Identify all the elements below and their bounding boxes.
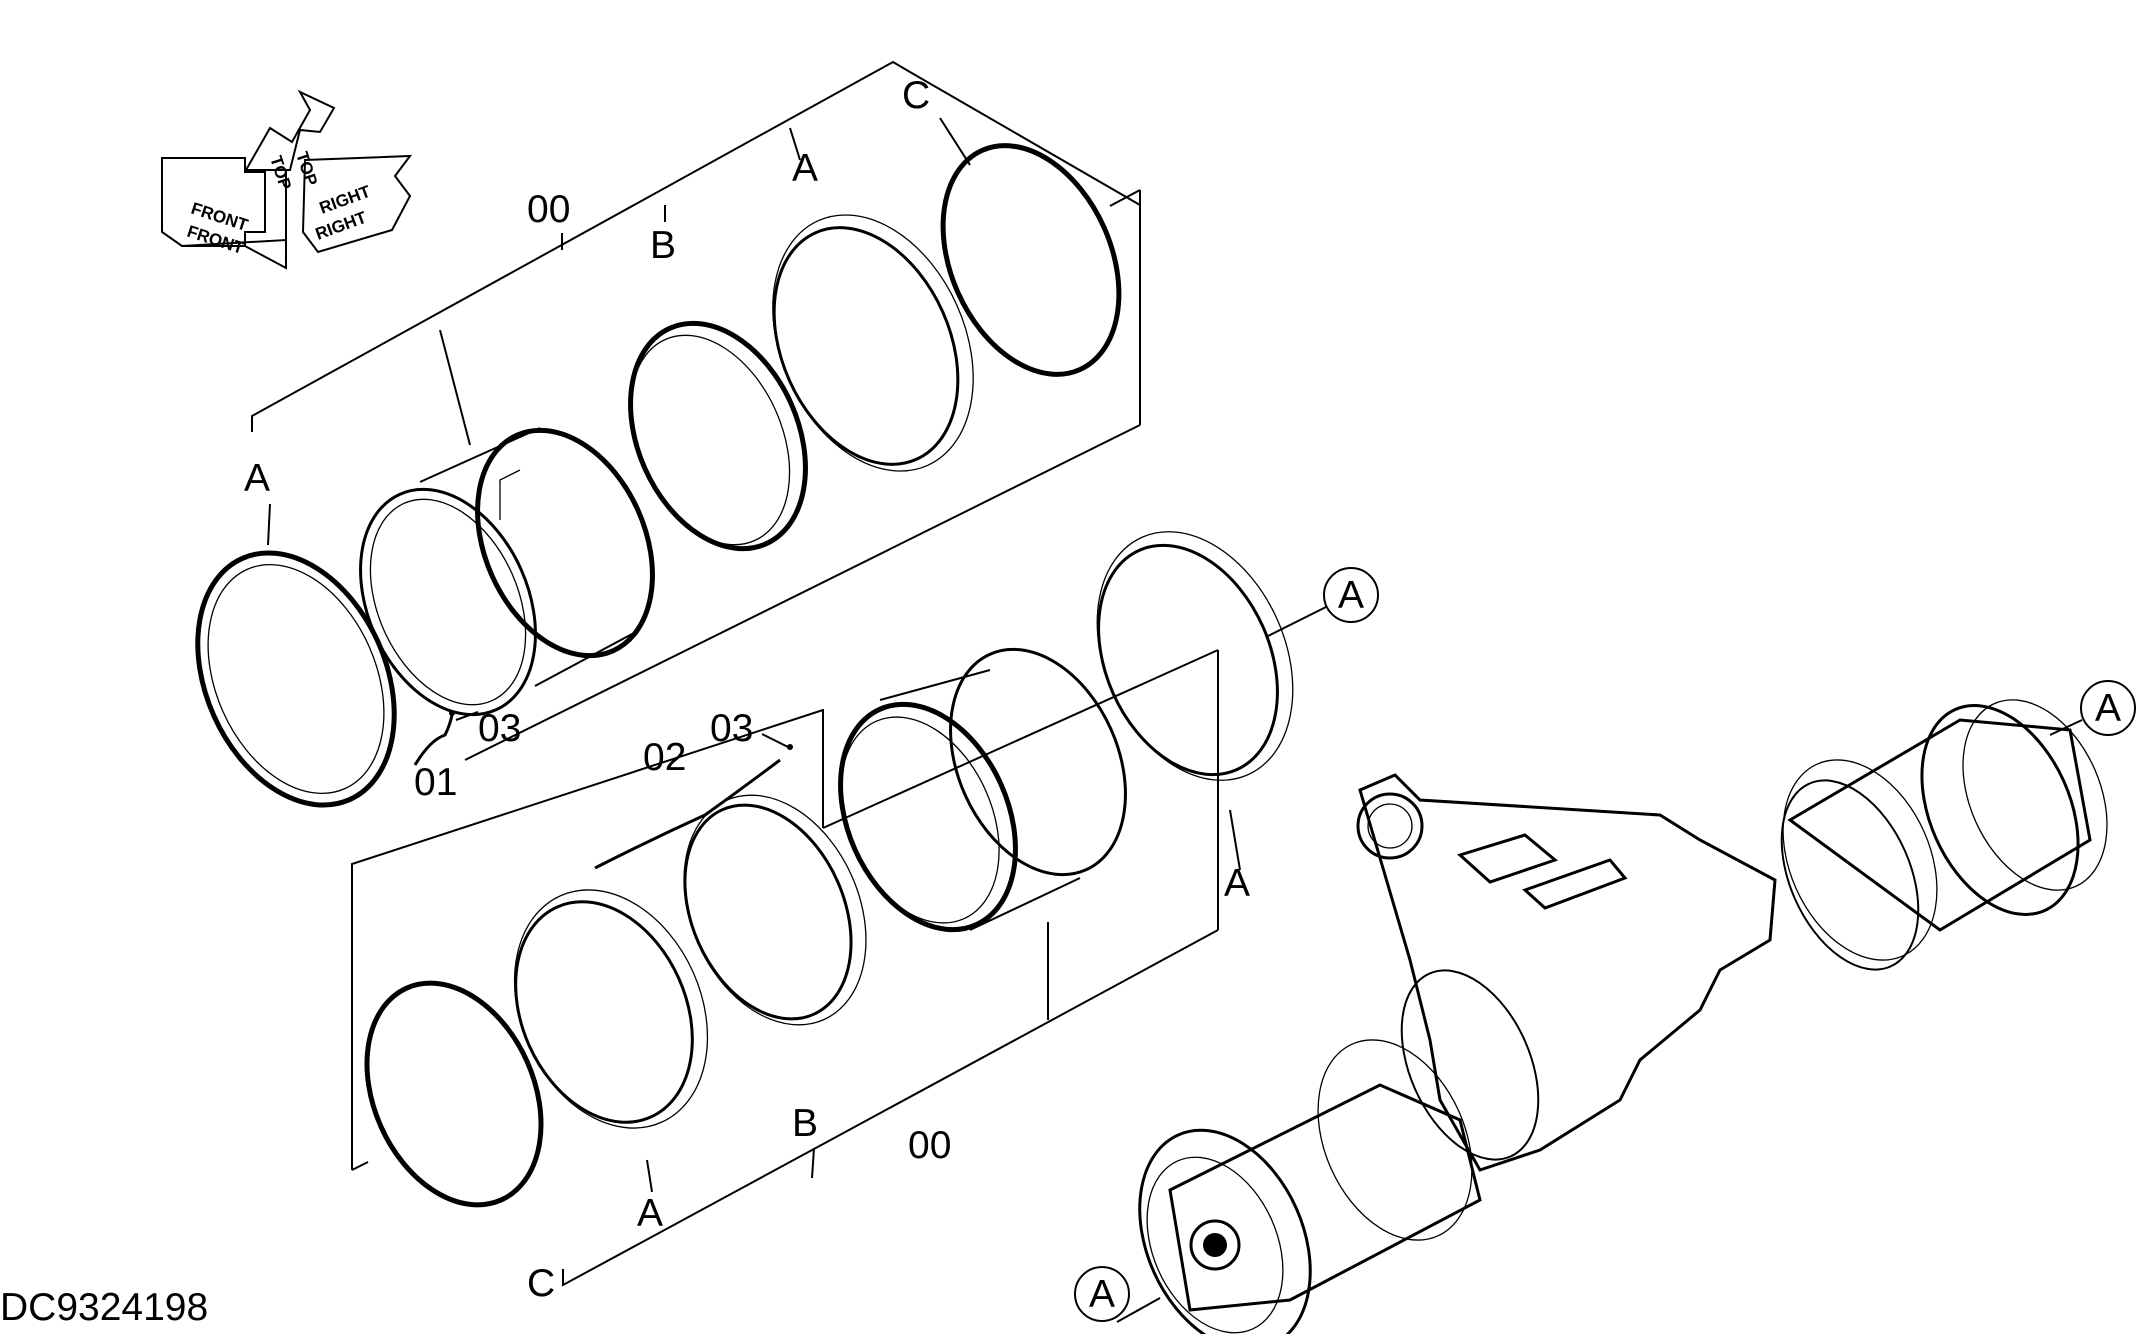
top-label-2: TOP — [292, 149, 321, 188]
seal-wire-01 — [413, 710, 455, 766]
upper-label-a-mid: A — [792, 147, 818, 190]
circle-mark-axle-right[interactable]: A — [2080, 680, 2136, 736]
upper-ring-c[interactable] — [909, 118, 1153, 402]
circle-mark-axle-right-text: A — [2095, 687, 2121, 730]
lower-label-c: C — [527, 1262, 555, 1305]
lower-label-a-right: A — [1224, 862, 1250, 905]
lower-ring-c[interactable] — [334, 955, 575, 1232]
lower-callout-03: 03 — [710, 707, 753, 750]
upper-callout-03: 03 — [478, 707, 521, 750]
lower-callout-02: 02 — [643, 736, 686, 779]
circle-mark-axle-left[interactable]: A — [1074, 1266, 1130, 1322]
circle-mark-lower-ring[interactable]: A — [1323, 567, 1379, 623]
lower-ring-a-left[interactable] — [478, 859, 743, 1159]
drawing-id: DC9324198 — [0, 1286, 208, 1329]
axle-assembly[interactable] — [1107, 677, 2135, 1334]
lower-assembly-label: 00 — [908, 1124, 951, 1167]
seal-wire-02 — [594, 744, 793, 870]
upper-bracket — [251, 60, 1141, 761]
callout-leaders — [455, 604, 2083, 1323]
upper-sleeve[interactable] — [327, 403, 686, 743]
lower-label-b: B — [792, 1102, 818, 1145]
top-label-1: TOP — [266, 153, 295, 192]
upper-ring-a-left[interactable] — [160, 503, 432, 836]
lower-ring-a-right[interactable] — [1060, 501, 1330, 812]
upper-label-c: C — [902, 74, 930, 117]
upper-label-a-left: A — [244, 457, 270, 500]
lower-label-a-left: A — [637, 1192, 663, 1235]
lower-bracket — [351, 649, 1241, 1287]
upper-assembly-label: 00 — [527, 188, 570, 231]
circle-mark-lower-ring-text: A — [1338, 574, 1364, 617]
upper-label-b: B — [650, 224, 676, 267]
upper-ring-b[interactable] — [597, 296, 839, 577]
orientation-icon: FRONT FRONT TOP TOP RIGHT RIGHT — [161, 89, 413, 270]
circle-mark-axle-left-text: A — [1089, 1273, 1115, 1316]
lower-sleeve[interactable] — [807, 622, 1159, 958]
right-label-mirror: RIGHT — [317, 182, 374, 218]
upper-ring-a-mid[interactable] — [734, 183, 1011, 503]
upper-callout-01: 01 — [414, 761, 457, 804]
